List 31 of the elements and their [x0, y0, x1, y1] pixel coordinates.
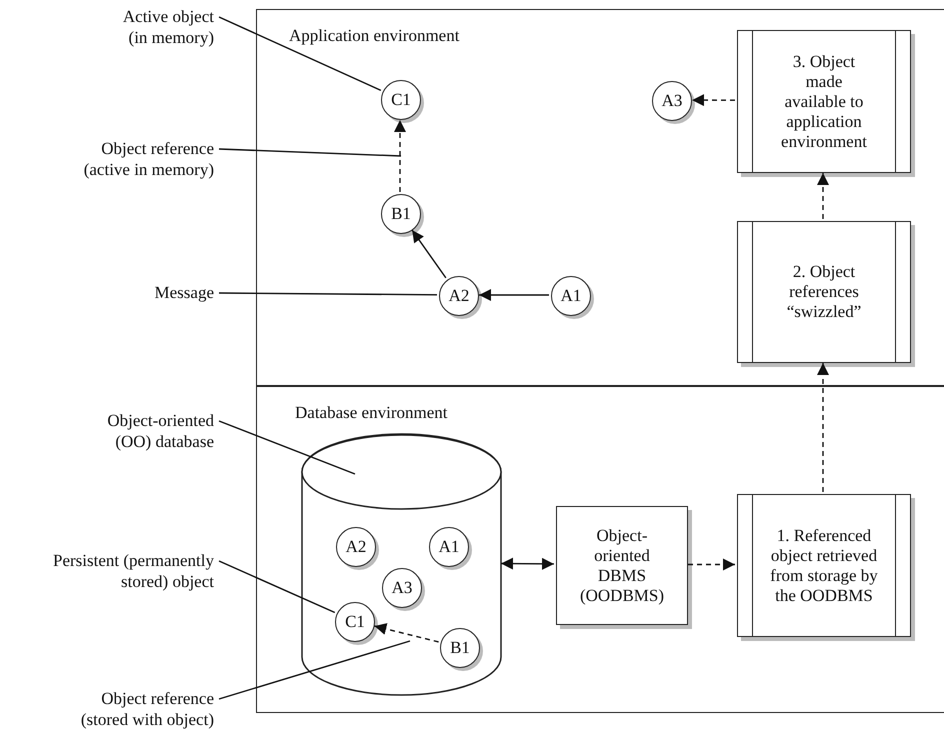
object-circle: C1	[381, 80, 421, 120]
arrow	[817, 363, 829, 492]
callout-text: Object reference (active in memory)	[64, 138, 214, 182]
arrow	[394, 120, 406, 192]
leader-line	[218, 560, 336, 614]
arrow	[501, 558, 554, 570]
arrow	[479, 289, 549, 301]
callout-text: Object reference (stored with object)	[54, 688, 214, 732]
database-environment-panel	[256, 386, 944, 713]
arrow	[688, 558, 735, 570]
object-circle: A2	[439, 276, 479, 316]
panel-heading: Database environment	[295, 403, 448, 423]
callout-text: Message	[8, 282, 214, 304]
database-cylinder	[301, 434, 502, 695]
leader-line	[219, 292, 437, 296]
callout-text: Object-oriented (OO) database	[84, 410, 214, 454]
leader-line	[218, 16, 382, 91]
callout-text: Active object (in memory)	[104, 6, 214, 50]
application-environment-panel	[256, 9, 944, 386]
leader-line	[218, 640, 410, 700]
arrow	[817, 173, 829, 219]
arrow	[412, 230, 446, 278]
leader-line	[218, 420, 356, 475]
object-circle: B1	[381, 194, 421, 234]
leader-line	[218, 148, 402, 157]
callout-text: Persistent (permanently stored) object	[8, 550, 214, 594]
object-circle: A1	[551, 276, 591, 316]
object-circle: A3	[652, 81, 692, 121]
arrow	[374, 623, 439, 643]
arrow	[692, 94, 735, 106]
panel-heading: Application environment	[289, 26, 460, 46]
